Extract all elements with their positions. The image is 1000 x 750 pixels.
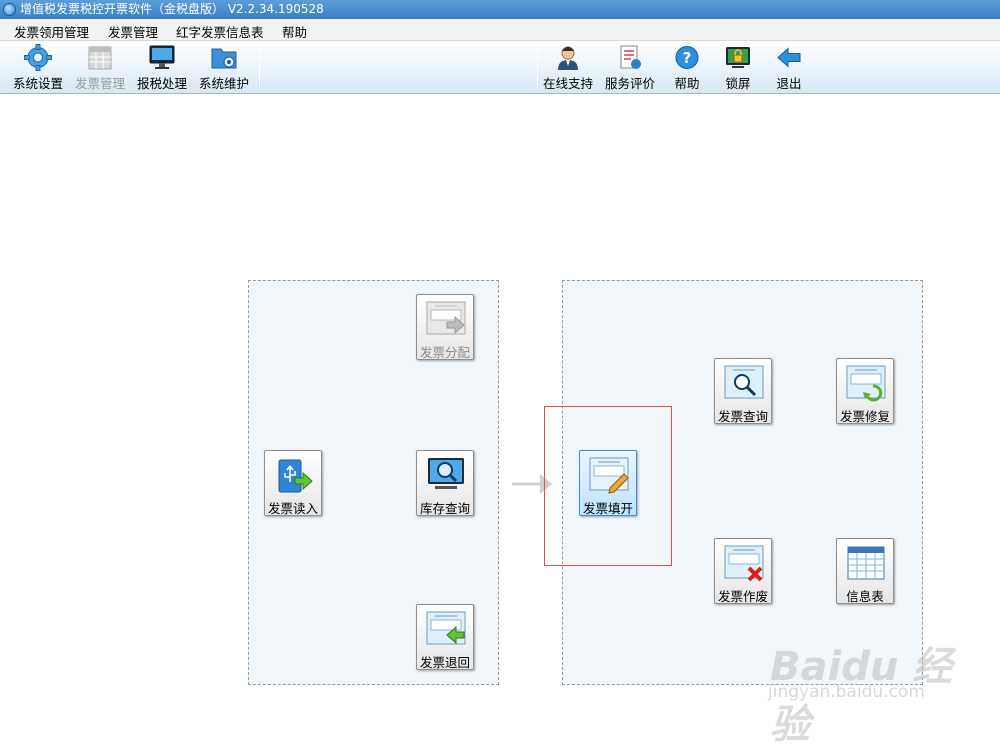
menu-red-invoice-info[interactable]: 红字发票信息表: [176, 25, 264, 40]
app-logo-icon: [3, 3, 16, 16]
svg-text:?: ?: [683, 49, 692, 67]
service-evaluation-button[interactable]: 服务评价: [600, 44, 660, 92]
menu-help[interactable]: 帮助: [282, 25, 308, 40]
toolbar: 系统设置 发票管理 报税处理 系统维护: [0, 41, 1000, 94]
online-support-button[interactable]: 在线支持: [538, 44, 598, 92]
exit-arrow-icon: [777, 47, 801, 68]
menu-bar: 发票领用管理 发票管理 红字发票信息表 帮助: [0, 19, 1000, 41]
invoice-return-button[interactable]: 发票退回: [416, 604, 474, 670]
invoice-void-button[interactable]: 发票作废: [714, 538, 772, 604]
invoice-distribute-button[interactable]: 发票分配: [416, 294, 474, 360]
menu-invoice-receive[interactable]: 发票领用管理: [14, 25, 90, 40]
invoice-search-icon: [724, 365, 764, 399]
invoice-distribute-icon: [426, 301, 466, 335]
folder-gear-icon: [211, 48, 237, 69]
window-title: 增值税发票税控开票软件（金税盘版） V2.2.34.190528: [20, 2, 324, 16]
usb-read-icon: [278, 459, 313, 493]
invoice-void-icon: [724, 545, 764, 582]
lock-screen-icon: [726, 47, 750, 68]
invoice-return-icon: [426, 611, 466, 645]
baidu-jingyan-watermark: Baidu 经验 jingyan.baidu.com: [768, 644, 953, 748]
system-settings-button[interactable]: 系统设置: [8, 44, 68, 92]
menu-invoice-manage[interactable]: 发票管理: [108, 25, 159, 40]
toolbar-separator: [537, 47, 538, 89]
exit-button[interactable]: 退出: [759, 44, 819, 92]
title-bar: 增值税发票税控开票软件（金税盘版） V2.2.34.190528: [0, 0, 1000, 19]
invoice-fill-highlight: [544, 406, 672, 566]
tax-filing-button[interactable]: 报税处理: [132, 44, 192, 92]
monitor-search-icon: [428, 458, 464, 489]
invoice-read-button[interactable]: 发票读入: [264, 450, 322, 516]
invoice-repair-button[interactable]: 发票修复: [836, 358, 894, 424]
gear-icon: [24, 44, 52, 71]
help-button[interactable]: ? 帮助: [657, 44, 717, 92]
invoice-grid-icon: [88, 46, 112, 70]
invoice-fill-button[interactable]: 发票填开: [579, 450, 637, 516]
evaluation-icon: [620, 45, 641, 69]
info-table-button[interactable]: 信息表: [836, 538, 894, 604]
invoice-management-button[interactable]: 发票管理: [70, 44, 130, 92]
stock-query-button[interactable]: 库存查询: [416, 450, 474, 516]
help-icon: ?: [675, 46, 699, 69]
toolbar-separator: [259, 47, 260, 89]
lock-screen-button[interactable]: 锁屏: [708, 44, 768, 92]
invoice-fill-icon: [589, 457, 629, 494]
table-icon: [847, 546, 885, 580]
support-agent-icon: [558, 46, 578, 70]
monitor-icon: [149, 45, 175, 69]
invoice-repair-icon: [846, 365, 886, 402]
invoice-query-button[interactable]: 发票查询: [714, 358, 772, 424]
system-maintenance-button[interactable]: 系统维护: [194, 44, 254, 92]
